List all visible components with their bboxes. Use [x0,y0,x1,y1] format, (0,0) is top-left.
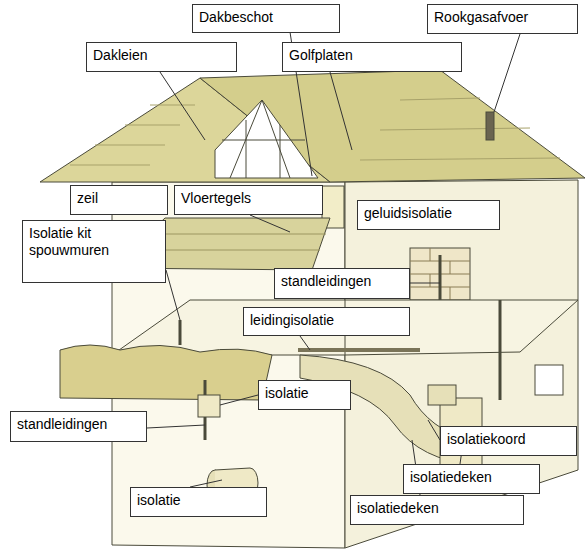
label-text: isolatie [265,385,344,402]
leader-line [250,215,290,232]
pipe [179,320,182,345]
brick-wall [410,248,470,300]
rafter [230,100,262,178]
label-text: isolatiedeken [410,469,533,486]
label-box: isolatie [130,487,267,517]
leader-line [410,283,440,284]
label-text: standleidingen [17,416,140,433]
standpipe [439,255,442,300]
label-box: isolatiedeken [350,495,524,525]
side-wall [345,180,578,548]
label-text: Rookgasafvoer [434,9,571,26]
label-box: Isolatie kit spouwmuren [22,220,166,283]
valve-box [198,395,220,417]
label-text: Golfplaten [289,47,455,64]
leader-line [220,395,258,405]
label-text: geluidsisolatie [364,205,493,222]
rafter [222,140,305,141]
label-text: Isolatie kit spouwmuren [29,225,159,259]
label-box: Vloertegels [174,185,323,215]
standpipe [499,300,502,400]
label-box: Rookgasafvoer [427,4,578,34]
label-box: Dakbeschot [192,4,340,33]
label-text: leidingisolatie [250,312,403,329]
label-text: Dakleien [93,47,230,64]
insulated-pipe [298,348,420,352]
label-text: Dakbeschot [199,9,333,26]
label-text: isolatiedeken [357,500,517,517]
bricks [410,248,470,300]
rafter [262,100,290,178]
label-box: Golfplaten [282,42,462,72]
leader-line [160,72,205,140]
label-box: geluidsisolatie [357,200,500,230]
label-text: zeil [77,190,161,207]
basement-insulation [60,345,272,400]
label-text: isolatie [137,492,260,509]
label-text: isolatiekoord [447,431,570,448]
label-box: zeil [70,185,168,215]
leader-line [428,420,440,440]
leader-line [190,480,222,487]
leader-line [300,336,310,350]
rafter [246,120,247,178]
meter-box [535,365,563,395]
label-text: Vloertegels [181,190,316,207]
middle-floor [112,300,578,355]
roof-tiles [360,98,560,160]
label-box: standleidingen [10,411,147,442]
label-box: standleidingen [274,268,410,299]
chimney-flue [486,112,494,140]
label-box: leidingisolatie [243,307,410,336]
leader-line [147,425,205,428]
leader-line [166,270,180,320]
furnace-top [428,385,456,405]
label-box: isolatiekoord [440,426,577,456]
label-text: standleidingen [281,273,403,290]
label-box: isolatiedeken [403,464,540,494]
roof-tiles [70,105,195,165]
label-box: Dakleien [86,42,237,72]
leader-line [494,34,520,112]
leader-line [330,72,352,150]
roof-face [200,70,585,182]
house-drawing [40,70,585,548]
label-box: isolatie [258,380,351,410]
rafter [280,125,281,178]
